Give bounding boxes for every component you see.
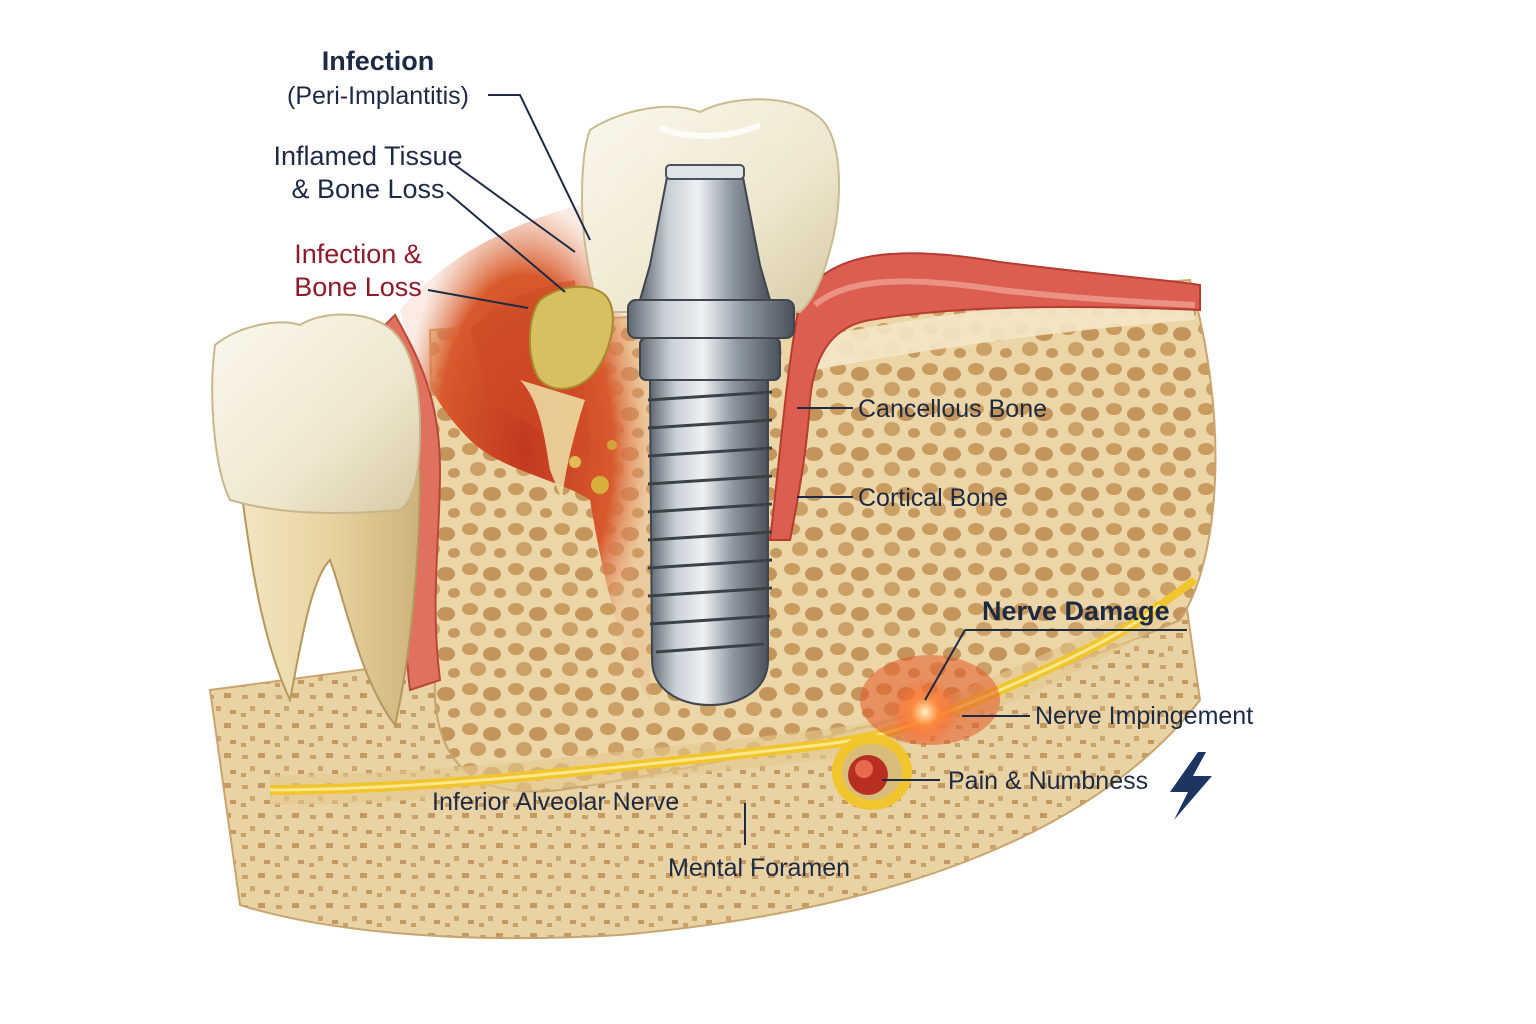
label-infection-bone-loss-line2: Bone Loss [294,272,422,302]
implant-screw [647,379,773,707]
label-inferior-alveolar-nerve: Inferior Alveolar Nerve [432,788,679,816]
label-infection-subtitle: (Peri-Implantitis) [287,82,469,110]
molar-root [238,468,422,728]
label-mental-foramen: Mental Foramen [668,854,850,882]
label-cortical-bone: Cortical Bone [858,484,1008,512]
leader-lines [427,94,1187,845]
lightning-bolt-icon [1170,752,1212,820]
label-pain-numbness: Pain & Numbness [948,767,1148,795]
label-infection-bone-loss-line1: Infection & [294,239,422,269]
label-cancellous-bone: Cancellous Bone [858,395,1047,423]
label-infection-title: Infection [322,46,435,76]
molar-crown [211,313,422,514]
gum-tissue-right [768,252,1201,541]
nerve-damage-glow [891,678,959,746]
label-nerve-impingement: Nerve Impingement [1035,702,1253,730]
label-nerve-damage: Nerve Damage [982,596,1170,626]
infection-pus [528,285,614,390]
label-inflamed-tissue-line1: Inflamed Tissue [273,141,462,171]
label-inflamed-tissue-line2: & Bone Loss [291,174,444,204]
